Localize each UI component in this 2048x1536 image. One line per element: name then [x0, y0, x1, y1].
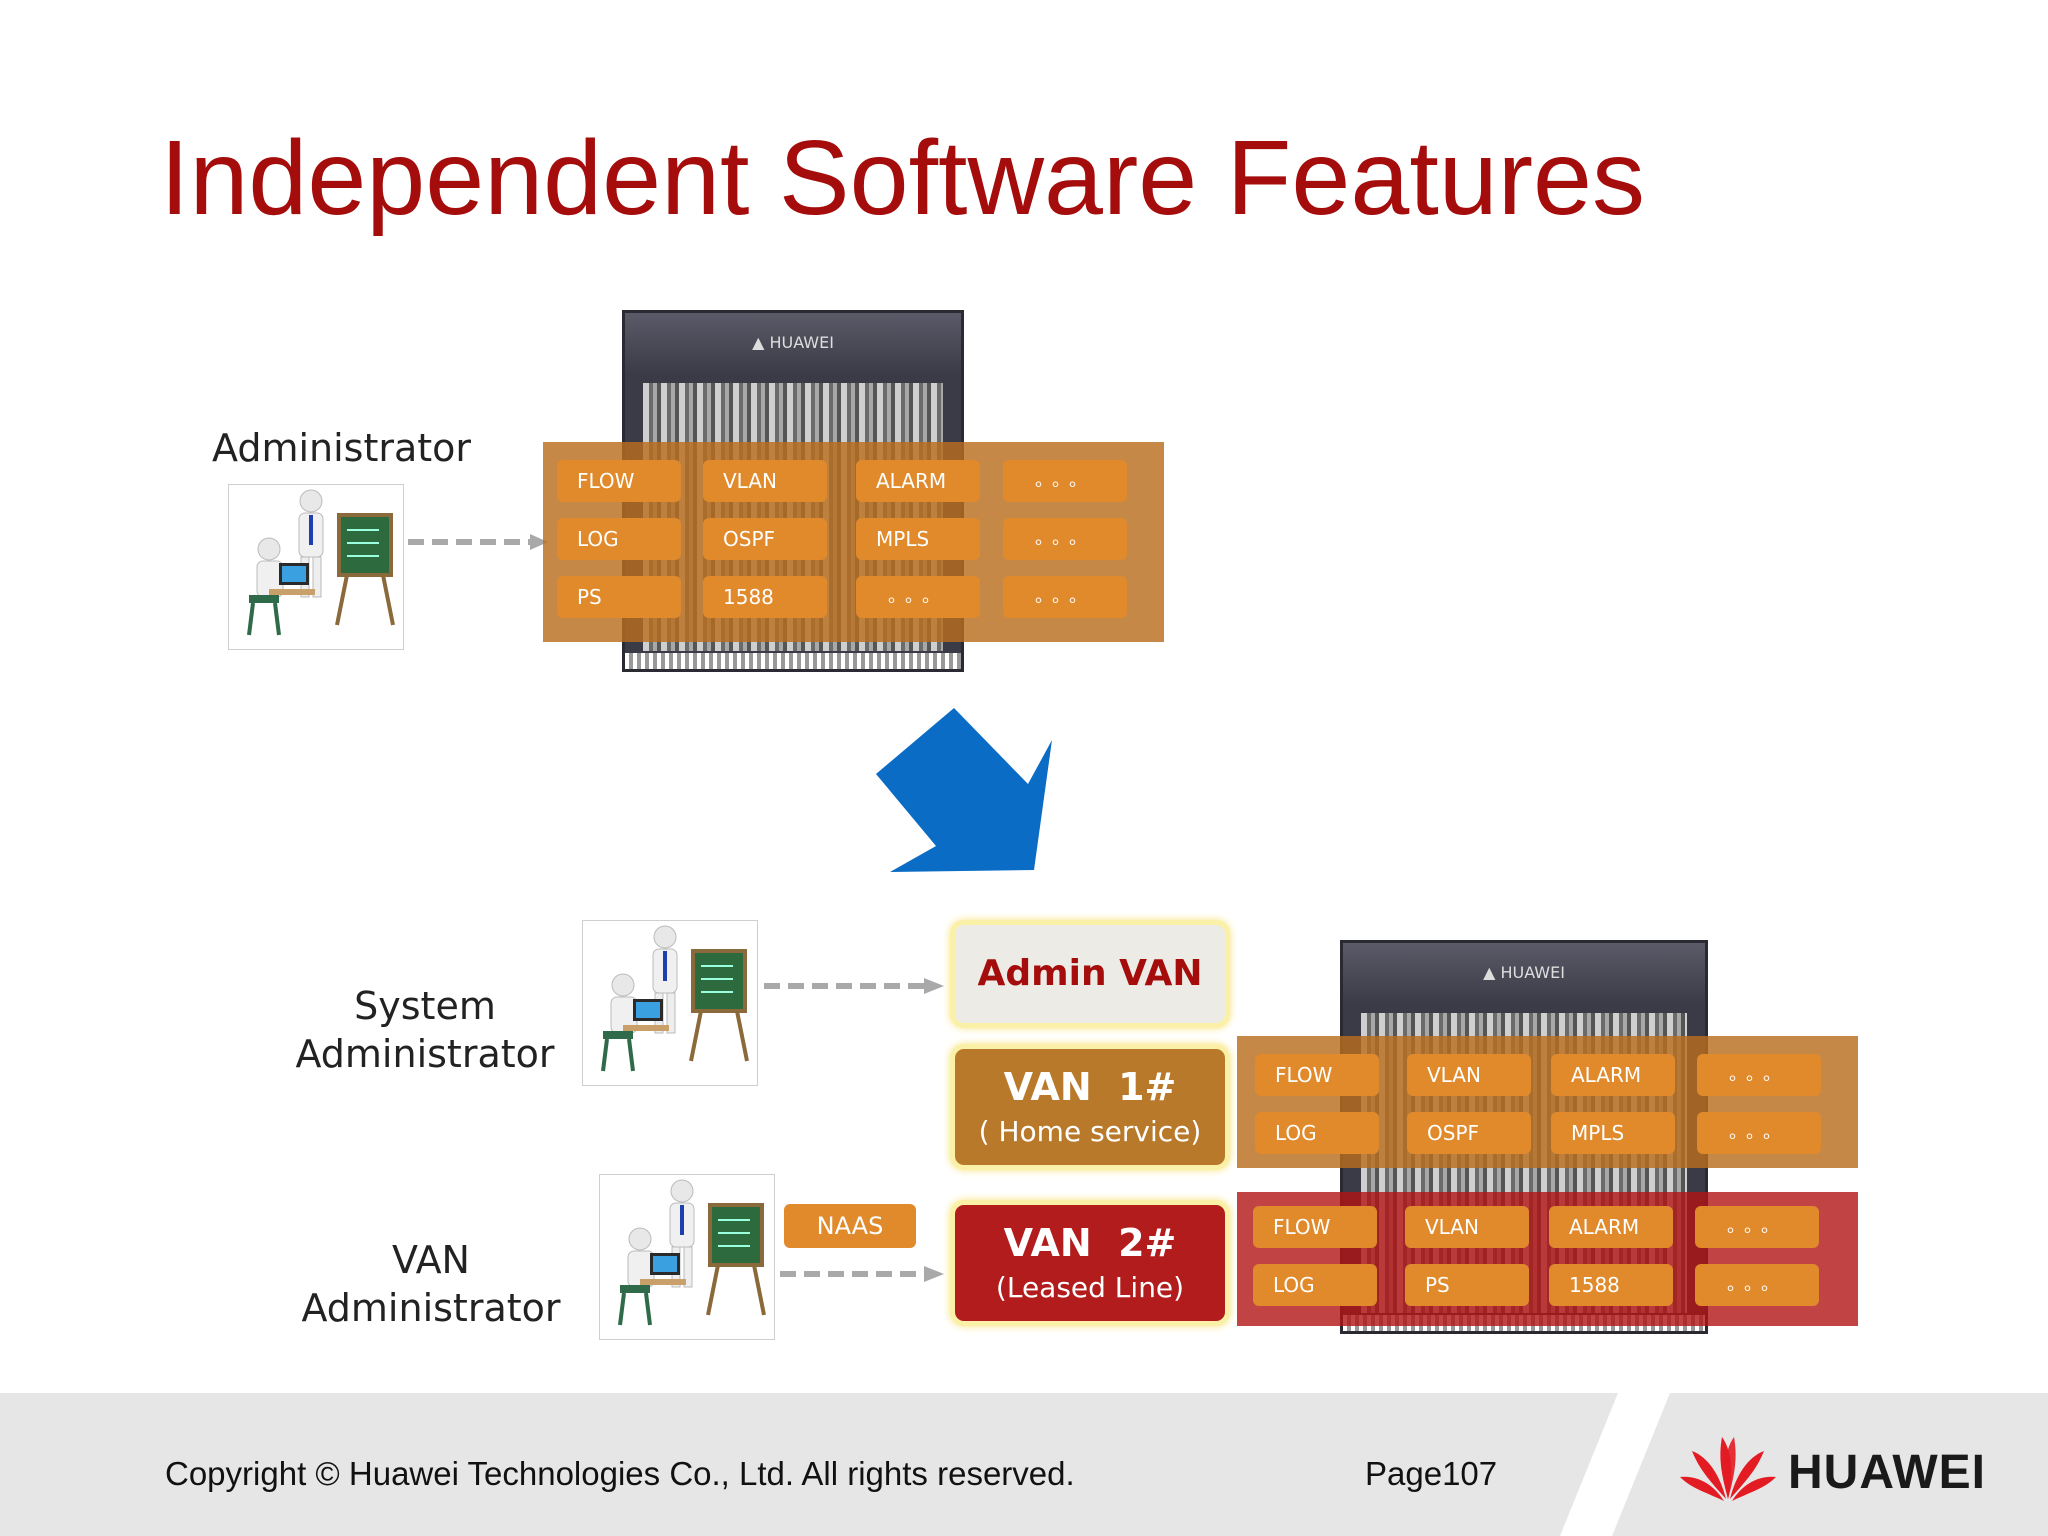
chassis-logo-icon: ▲ HUAWEI — [752, 333, 834, 352]
admin-van-label: Admin VAN — [977, 953, 1203, 994]
feature-chip: 。。。 — [1003, 518, 1127, 560]
chassis-logo-icon: ▲ HUAWEI — [1483, 963, 1565, 982]
feature-chip: ALARM — [856, 460, 980, 502]
feature-chip: MPLS — [1551, 1112, 1675, 1154]
footer-divider-stripe — [1560, 1393, 1670, 1536]
van1-name: VAN 1# — [1003, 1065, 1177, 1109]
van1-desc: ( Home service) — [978, 1115, 1202, 1148]
administrator-figure-icon — [601, 925, 749, 1072]
feature-chip: 。。。 — [1003, 460, 1127, 502]
feature-chip: ALARM — [1549, 1206, 1673, 1248]
feature-chip: 。。。 — [1695, 1264, 1819, 1306]
naas-badge: NAAS — [784, 1204, 916, 1248]
feature-chip: 。。。 — [1003, 576, 1127, 618]
feature-chip: PS — [1405, 1264, 1529, 1306]
admin-van-box: Admin VAN — [950, 920, 1230, 1028]
feature-chip: OSPF — [1407, 1112, 1531, 1154]
page-title: Independent Software Features — [160, 119, 1645, 237]
administrator-image — [228, 484, 404, 650]
feature-chip: 1588 — [1549, 1264, 1673, 1306]
system-administrator-image — [582, 920, 758, 1086]
van2-box: VAN 2# (Leased Line) — [950, 1200, 1230, 1326]
feature-chip: PS — [557, 576, 681, 618]
feature-chip: VLAN — [1405, 1206, 1529, 1248]
feature-chip: MPLS — [856, 518, 980, 560]
van-admin-to-van2-arrow — [780, 1266, 944, 1282]
feature-chip: 。。。 — [856, 576, 980, 618]
van-administrator-image — [599, 1174, 775, 1340]
page-number: Page107 — [1365, 1455, 1498, 1492]
feature-chip: ALARM — [1551, 1054, 1675, 1096]
van-administrator-label: VAN Administrator — [296, 1236, 566, 1332]
feature-chip: 。。。 — [1697, 1054, 1821, 1096]
footer: Copyright © Huawei Technologies Co., Ltd… — [0, 1393, 2048, 1536]
feature-chip: LOG — [557, 518, 681, 560]
feature-chip: VLAN — [1407, 1054, 1531, 1096]
van2-features-panel: FLOW VLAN ALARM 。。。 LOG PS 1588 。。。 — [1237, 1192, 1858, 1326]
feature-chip: FLOW — [1255, 1054, 1379, 1096]
huawei-logo-icon — [1680, 1437, 1776, 1501]
van-administrator-line1: VAN — [392, 1238, 470, 1282]
feature-chip: VLAN — [703, 460, 827, 502]
copyright-text: Copyright © Huawei Technologies Co., Ltd… — [165, 1455, 1075, 1492]
transition-arrow-icon — [876, 708, 1052, 872]
top-features-panel: FLOW VLAN ALARM 。。。 LOG OSPF MPLS 。。。 PS… — [543, 442, 1164, 642]
administrator-figure-icon — [618, 1179, 766, 1326]
feature-chip: 。。。 — [1695, 1206, 1819, 1248]
feature-chip: OSPF — [703, 518, 827, 560]
van2-desc: (Leased Line) — [995, 1271, 1185, 1304]
feature-chip: FLOW — [1253, 1206, 1377, 1248]
van-administrator-line2: Administrator — [301, 1286, 561, 1330]
van2-name: VAN 2# — [1003, 1221, 1177, 1265]
feature-chip: 1588 — [703, 576, 827, 618]
feature-chip: 。。。 — [1697, 1112, 1821, 1154]
system-administrator-label: System Administrator — [290, 982, 560, 1078]
system-administrator-line2: Administrator — [295, 1032, 555, 1076]
feature-chip: FLOW — [557, 460, 681, 502]
admin-to-features-arrow — [408, 534, 548, 550]
feature-chip: LOG — [1255, 1112, 1379, 1154]
huawei-wordmark: HUAWEI — [1788, 1446, 1986, 1499]
van1-box: VAN 1# ( Home service) — [950, 1044, 1230, 1170]
administrator-figure-icon — [247, 489, 395, 636]
system-administrator-line1: System — [354, 984, 496, 1028]
van1-features-panel: FLOW VLAN ALARM 。。。 LOG OSPF MPLS 。。。 — [1237, 1036, 1858, 1168]
system-admin-to-admin-van-arrow — [764, 978, 944, 994]
administrator-label: Administrator — [212, 426, 472, 470]
feature-chip: LOG — [1253, 1264, 1377, 1306]
